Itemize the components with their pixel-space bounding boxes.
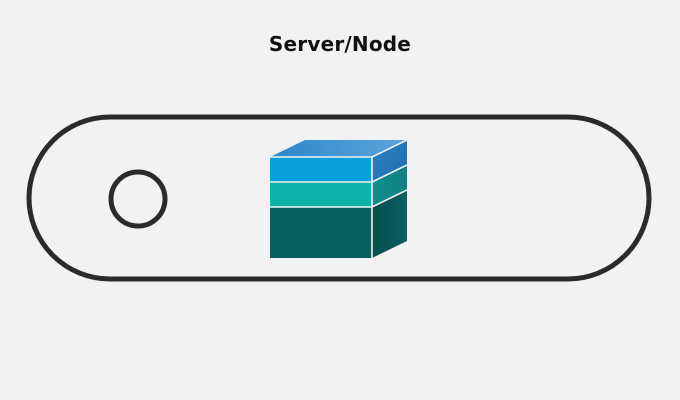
stack-side-bottom <box>372 190 407 258</box>
stack-layer-top <box>270 157 372 182</box>
diagram-title: Server/Node <box>268 32 412 56</box>
stack-side-middle <box>372 165 407 207</box>
server-stack-icon <box>270 139 408 258</box>
stack-layer-bottom <box>270 207 372 258</box>
stack-side-top <box>372 140 407 182</box>
node-status-indicator <box>108 169 168 229</box>
stack-layer-middle <box>270 182 372 207</box>
node-container-outline <box>26 114 652 282</box>
stack-top-face <box>270 140 407 157</box>
